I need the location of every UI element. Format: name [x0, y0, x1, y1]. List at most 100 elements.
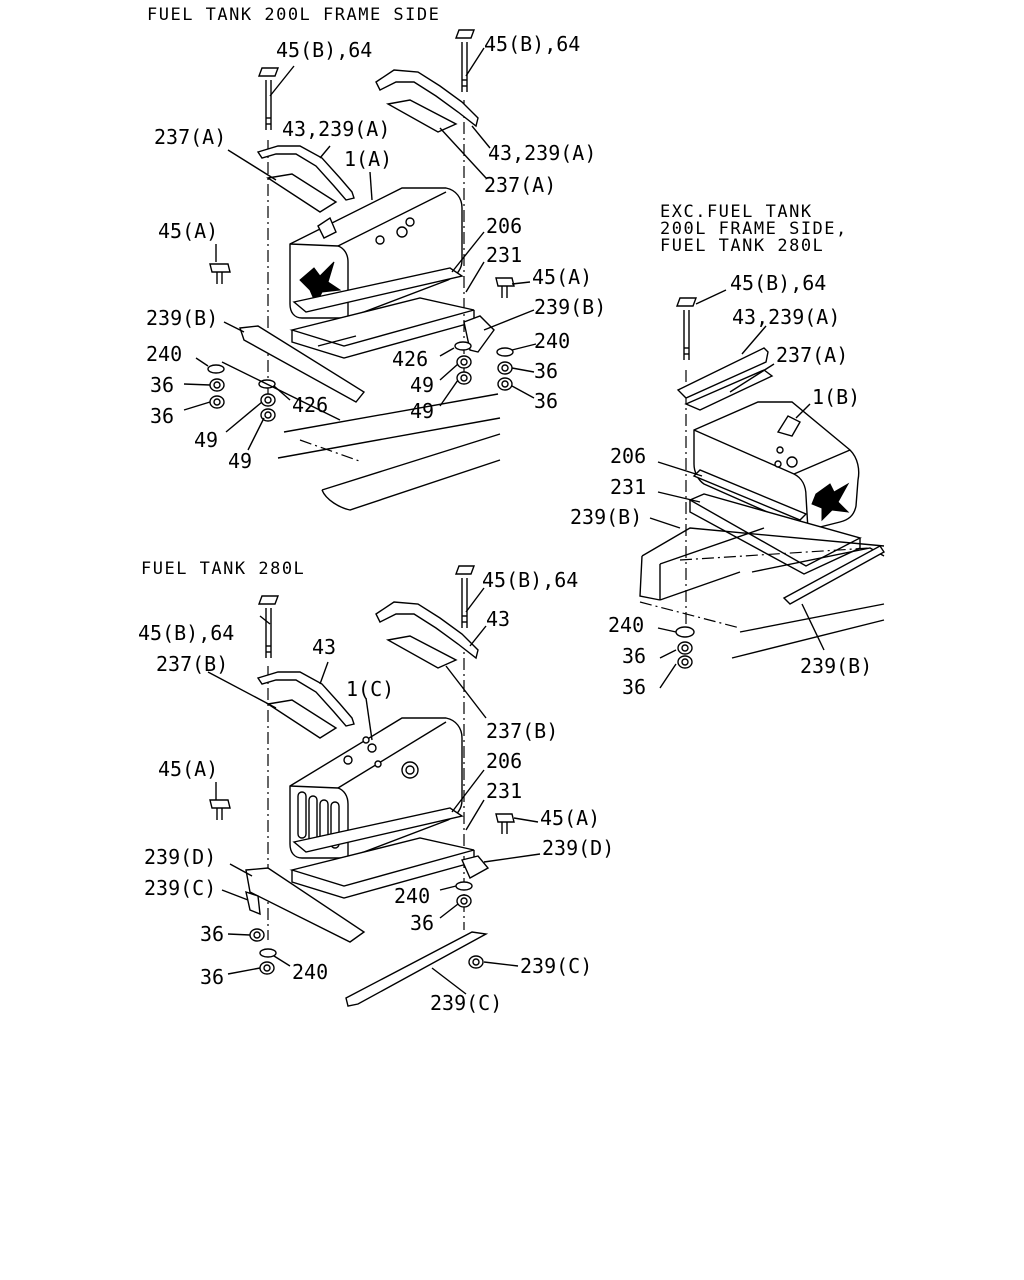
long-bolt — [454, 565, 476, 628]
callout-label: 45(B),64 — [138, 621, 234, 645]
nut — [260, 408, 276, 422]
tank-strap — [676, 347, 769, 399]
nut — [209, 395, 225, 409]
bracket — [345, 931, 489, 1007]
callout-label: 43,239(A) — [732, 305, 840, 329]
callout-label: 231 — [486, 779, 522, 803]
washer — [675, 626, 695, 638]
tank-band — [692, 469, 808, 521]
section-title: FUEL TANK 280L — [141, 559, 305, 579]
leader-lines — [183, 47, 537, 451]
callout-label: 237(A) — [484, 173, 556, 197]
washer — [455, 881, 473, 891]
washer — [259, 948, 277, 958]
callout-label: 1(A) — [344, 147, 392, 171]
long-bolt — [454, 29, 476, 92]
leader-lines — [207, 587, 541, 995]
rubber-pad — [385, 99, 458, 133]
callout-label: 36 — [622, 644, 646, 668]
long-bolt — [257, 595, 280, 658]
callout-label: 237(A) — [154, 125, 226, 149]
callout-label: 240 — [394, 884, 430, 908]
washer — [496, 347, 514, 357]
frame-rail — [221, 361, 501, 511]
section-200l-frame-side: FUEL TANK 200L FRAME SIDE — [146, 5, 606, 511]
callout-label: 36 — [622, 675, 646, 699]
callout-label: 45(B),64 — [276, 38, 372, 62]
callout-label: 45(A) — [540, 806, 600, 830]
section-title-line: FUEL TANK 280L — [660, 236, 824, 256]
tank-band — [292, 267, 464, 313]
callout-label: 240 — [292, 960, 328, 984]
section-title-line: 200L FRAME SIDE, — [660, 219, 848, 239]
callout-label: 45(A) — [158, 757, 218, 781]
short-bolt — [209, 799, 231, 820]
long-bolt — [675, 297, 698, 360]
section-280l: FUEL TANK 280L — [138, 559, 614, 1015]
callout-label: 45(A) — [158, 219, 218, 243]
nut — [456, 371, 472, 385]
tank-strap — [375, 69, 479, 128]
rubber-pad — [266, 173, 338, 213]
callout-label: 206 — [610, 444, 646, 468]
callout-label: 239(B) — [146, 306, 218, 330]
short-bolt — [495, 277, 515, 298]
callout-label: 45(B),64 — [482, 568, 578, 592]
callout-label: 239(C) — [430, 991, 502, 1015]
rubber-pad — [684, 369, 774, 411]
callout-label: 240 — [146, 342, 182, 366]
washer — [454, 341, 472, 351]
callout-label: 43,239(A) — [282, 117, 390, 141]
callout-label: 45(B),64 — [484, 32, 580, 56]
callout-label: 239(D) — [144, 845, 216, 869]
frame-rail — [639, 527, 886, 659]
callout-label: 231 — [610, 475, 646, 499]
callout-label: 237(B) — [156, 652, 228, 676]
nut — [209, 378, 225, 392]
callout-label: 36 — [150, 404, 174, 428]
callout-label: 49 — [194, 428, 218, 452]
callout-label: 36 — [534, 359, 558, 383]
callout-label: 1(B) — [812, 385, 860, 409]
callout-label: 240 — [534, 329, 570, 353]
callout-label: 36 — [534, 389, 558, 413]
callout-label: 49 — [410, 399, 434, 423]
callout-label: 36 — [410, 911, 434, 935]
callout-label: 43 — [486, 607, 510, 631]
bracket — [461, 855, 490, 879]
callout-label: 206 — [486, 214, 522, 238]
tank-band — [292, 807, 464, 853]
callout-label: 240 — [608, 613, 644, 637]
callout-label: 237(A) — [776, 343, 848, 367]
callout-label: 49 — [410, 373, 434, 397]
section-title: FUEL TANK 200L FRAME SIDE — [147, 5, 440, 25]
short-bolt — [495, 813, 515, 834]
callout-label: 237(B) — [486, 719, 558, 743]
leader-lines — [649, 289, 825, 689]
nut — [497, 377, 513, 391]
callout-label: 206 — [486, 749, 522, 773]
bracket — [239, 325, 366, 403]
callout-label: 239(B) — [800, 654, 872, 678]
callout-label: 426 — [392, 347, 428, 371]
callout-label: 45(A) — [532, 265, 592, 289]
rubber-pad — [266, 699, 338, 739]
callout-label: 45(B),64 — [730, 271, 826, 295]
callout-label: 239(C) — [144, 876, 216, 900]
short-bolt — [209, 263, 231, 284]
callout-label: 239(D) — [542, 836, 614, 860]
callout-label: 1(C) — [346, 677, 394, 701]
section-title-line: EXC.FUEL TANK — [660, 202, 813, 222]
callout-label: 36 — [150, 373, 174, 397]
callout-label: 239(C) — [520, 954, 592, 978]
callout-label: 426 — [292, 393, 328, 417]
nut — [456, 894, 472, 908]
nut — [677, 655, 693, 669]
nut — [249, 928, 265, 942]
nut — [259, 961, 275, 975]
nut — [468, 955, 484, 969]
tank-strap — [375, 601, 479, 660]
callout-label: 43,239(A) — [488, 141, 596, 165]
callout-label: 239(B) — [570, 505, 642, 529]
bracket — [245, 867, 366, 943]
